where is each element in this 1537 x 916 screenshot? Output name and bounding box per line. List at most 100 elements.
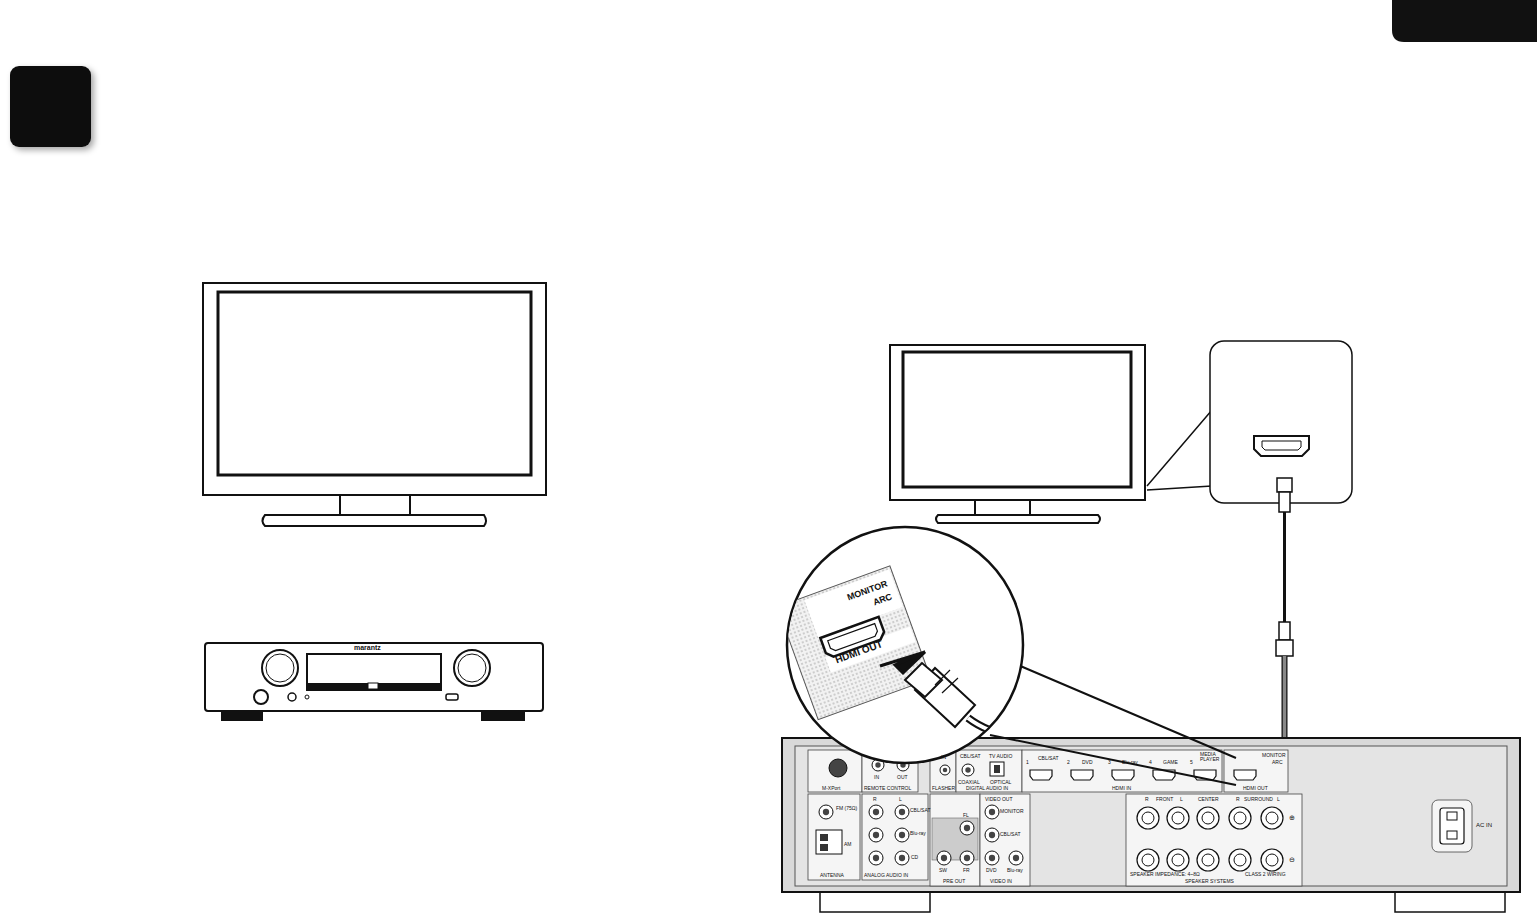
- jack-pin: [899, 809, 905, 815]
- jack-pin: [964, 825, 970, 831]
- port-label: 2: [1067, 760, 1070, 765]
- port-label: GAME: [1163, 760, 1178, 765]
- port-label: ARC: [1272, 760, 1283, 765]
- port-label: 3: [1108, 760, 1111, 765]
- port-label: FM (75Ω): [836, 806, 857, 811]
- port-label: ⊕: [1289, 814, 1295, 821]
- speaker-terminal: [1142, 854, 1154, 866]
- page-tab: [1392, 0, 1537, 42]
- port-label: CBL/SAT: [960, 754, 980, 759]
- port-label: CENTER: [1198, 797, 1219, 802]
- speaker-terminal: [1172, 854, 1184, 866]
- jack-pin: [875, 762, 880, 767]
- speaker-terminal: [1167, 849, 1189, 871]
- port-label: MONITOR: [1262, 753, 1286, 758]
- port-label: IN: [941, 755, 946, 760]
- jack: [985, 851, 999, 865]
- jack-pin: [873, 855, 879, 861]
- hdmi-cable: [1243, 478, 1293, 776]
- port-label: DVD: [986, 868, 997, 873]
- port-label: FRONT: [1156, 797, 1173, 802]
- port-label: IN: [874, 775, 879, 780]
- port-label: SPEAKER SYSTEMS: [1185, 879, 1234, 884]
- jack-pin: [989, 809, 995, 815]
- port-label: HDMI OUT: [1243, 786, 1268, 791]
- receiver-front: [205, 643, 543, 720]
- port-label: ⊖: [1289, 856, 1295, 863]
- jack-pin: [941, 855, 947, 861]
- speaker-terminal: [1137, 807, 1159, 829]
- jack-pin: [899, 832, 905, 838]
- speaker-terminal: [1261, 807, 1283, 829]
- speaker-terminal: [1234, 854, 1246, 866]
- port-label: L: [899, 797, 902, 802]
- speaker-terminal: [1202, 854, 1214, 866]
- port-label: Blu-ray: [1007, 868, 1023, 873]
- port-label: DVD: [1082, 760, 1093, 765]
- brand-logo: marantz: [354, 644, 381, 651]
- port-label: FL: [963, 813, 969, 818]
- port-label: MEDIA PLAYER: [1200, 752, 1220, 762]
- port-label: COAXIAL: [958, 780, 980, 785]
- zoom-leader: [990, 665, 1236, 785]
- port-label: PRE OUT: [943, 879, 965, 884]
- speaker-terminal: [1137, 849, 1159, 871]
- jack-pin: [899, 855, 905, 861]
- jack: [937, 851, 951, 865]
- jack-pin: [823, 809, 829, 815]
- jack-pin: [943, 768, 948, 773]
- speaker-terminal: [1197, 807, 1219, 829]
- port-label: TV AUDIO: [989, 754, 1012, 759]
- jack-pin: [873, 809, 879, 815]
- hdmi-port: [1234, 770, 1256, 780]
- jack: [985, 805, 999, 819]
- port-label: VIDEO OUT: [985, 797, 1013, 802]
- port-label: SURROUND: [1244, 797, 1273, 802]
- speaker-terminal: [1229, 807, 1251, 829]
- port-label: ANTENNA: [820, 873, 844, 878]
- port-label: R: [1145, 797, 1149, 802]
- speaker-terminal: [1202, 812, 1214, 824]
- port-label: ANALOG AUDIO IN: [864, 873, 908, 878]
- speaker-terminal: [1142, 812, 1154, 824]
- port-label: OUT: [897, 775, 908, 780]
- zoom-callout: [777, 527, 1030, 763]
- port-label: HDMI IN: [1112, 786, 1131, 791]
- speaker-terminal: [1229, 849, 1251, 871]
- jack-pin: [989, 855, 995, 861]
- jack: [895, 851, 909, 865]
- port-label: ARC: [872, 592, 893, 607]
- jack: [869, 828, 883, 842]
- port-label: MONITOR: [1000, 809, 1024, 814]
- hdmi-port: [1071, 770, 1093, 780]
- port-label: AM: [844, 842, 852, 847]
- jack: [869, 805, 883, 819]
- jack: [895, 828, 909, 842]
- port-label: OPTICAL: [990, 780, 1011, 785]
- jack: [1009, 851, 1023, 865]
- jack: [940, 765, 950, 775]
- tv: [890, 345, 1145, 523]
- jack-pin: [873, 832, 879, 838]
- tv-hdmi-inset: [1147, 341, 1352, 503]
- port-label: FR: [963, 868, 970, 873]
- port-label: SPEAKER IMPEDANCE: 4~8Ω: [1130, 872, 1200, 877]
- port-label: HDMI OUT: [834, 639, 884, 665]
- port-label: M-XPort: [822, 786, 840, 791]
- jack-pin: [965, 767, 970, 772]
- jack-pin: [964, 855, 970, 861]
- port-label: 4: [1149, 760, 1152, 765]
- jack: [985, 828, 999, 842]
- port-label: FLASHER: [932, 786, 955, 791]
- port-label: 1: [1026, 760, 1029, 765]
- port-label: Blu-ray: [1122, 760, 1138, 765]
- section-tab: [10, 66, 91, 147]
- hdmi-port: [1112, 770, 1134, 780]
- port-label: R: [1236, 797, 1240, 802]
- port-label: VIDEO IN: [990, 879, 1012, 884]
- speaker-terminal: [1266, 854, 1278, 866]
- speaker-terminal: [1172, 812, 1184, 824]
- speaker-terminal: [1234, 812, 1246, 824]
- port-label: AC IN: [1476, 822, 1492, 828]
